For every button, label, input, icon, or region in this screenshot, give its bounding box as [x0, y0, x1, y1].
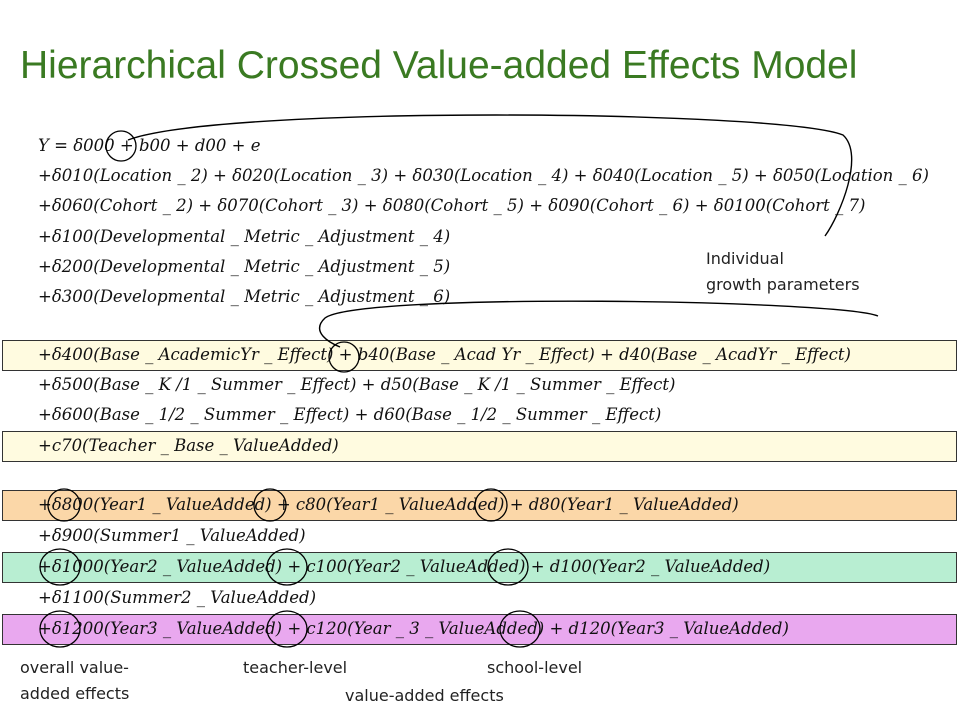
equation-line: +c70(Teacher _ Base _ ValueAdded): [38, 436, 339, 455]
equation-line: +δ400(Base _ AcademicYr _ Effect) + b40(…: [38, 345, 851, 364]
equation-line: +δ060(Cohort _ 2) + δ070(Cohort _ 3) + δ…: [38, 196, 866, 215]
circle-d100: [487, 548, 529, 586]
band-teacher-base: [2, 431, 957, 462]
band-base-academic-year: [2, 340, 957, 371]
equation-line: Y = δ000 + b00 + d00 + e: [38, 136, 261, 155]
label-growth-parameters: growth parameters: [706, 275, 860, 294]
circle-b40: [328, 341, 360, 373]
connector-curve-top: [127, 114, 853, 237]
equation-line: +δ1000(Year2 _ ValueAdded) + c100(Year2 …: [38, 557, 771, 576]
equation-line: +δ010(Location _ 2) + δ020(Location _ 3)…: [38, 166, 929, 185]
label-added-effects: added effects: [20, 684, 130, 703]
circle-d120: [499, 610, 541, 648]
equation-line: +δ1100(Summer2 _ ValueAdded): [38, 588, 317, 607]
equation-line: +δ800(Year1 _ ValueAdded) + c80(Year1 _ …: [38, 495, 739, 514]
equation-line: +δ100(Developmental _ Metric _ Adjustmen…: [38, 227, 451, 246]
circle-b00: [105, 130, 137, 162]
circle-c120: [266, 610, 308, 648]
circle-delta1200: [39, 610, 81, 648]
label-overall-value: overall value-: [20, 658, 129, 677]
equation-line: +δ500(Base _ K /1 _ Summer _ Effect) + d…: [38, 375, 676, 394]
band-year3: [2, 614, 957, 645]
equation-line: +δ1200(Year3 _ ValueAdded) + c120(Year _…: [38, 619, 789, 638]
label-school-level: school-level: [487, 658, 583, 677]
equation-line: +δ900(Summer1 _ ValueAdded): [38, 526, 306, 545]
equation-line: +δ600(Base _ 1/2 _ Summer _ Effect) + d6…: [38, 405, 662, 424]
slide-title: Hierarchical Crossed Value-added Effects…: [20, 44, 858, 87]
label-individual: Individual: [706, 249, 784, 268]
circle-c100: [266, 548, 308, 586]
circle-d80: [474, 488, 508, 522]
connector-curve-bottom: [318, 300, 879, 348]
equation-line: +δ200(Developmental _ Metric _ Adjustmen…: [38, 257, 451, 276]
circle-delta1000: [39, 548, 81, 586]
band-year2: [2, 552, 957, 583]
label-value-added-effects: value-added effects: [345, 686, 504, 705]
circle-delta800: [47, 488, 81, 522]
label-teacher-level: teacher-level: [243, 658, 348, 677]
circle-c80: [253, 488, 287, 522]
equation-line: +δ300(Developmental _ Metric _ Adjustmen…: [38, 287, 451, 306]
